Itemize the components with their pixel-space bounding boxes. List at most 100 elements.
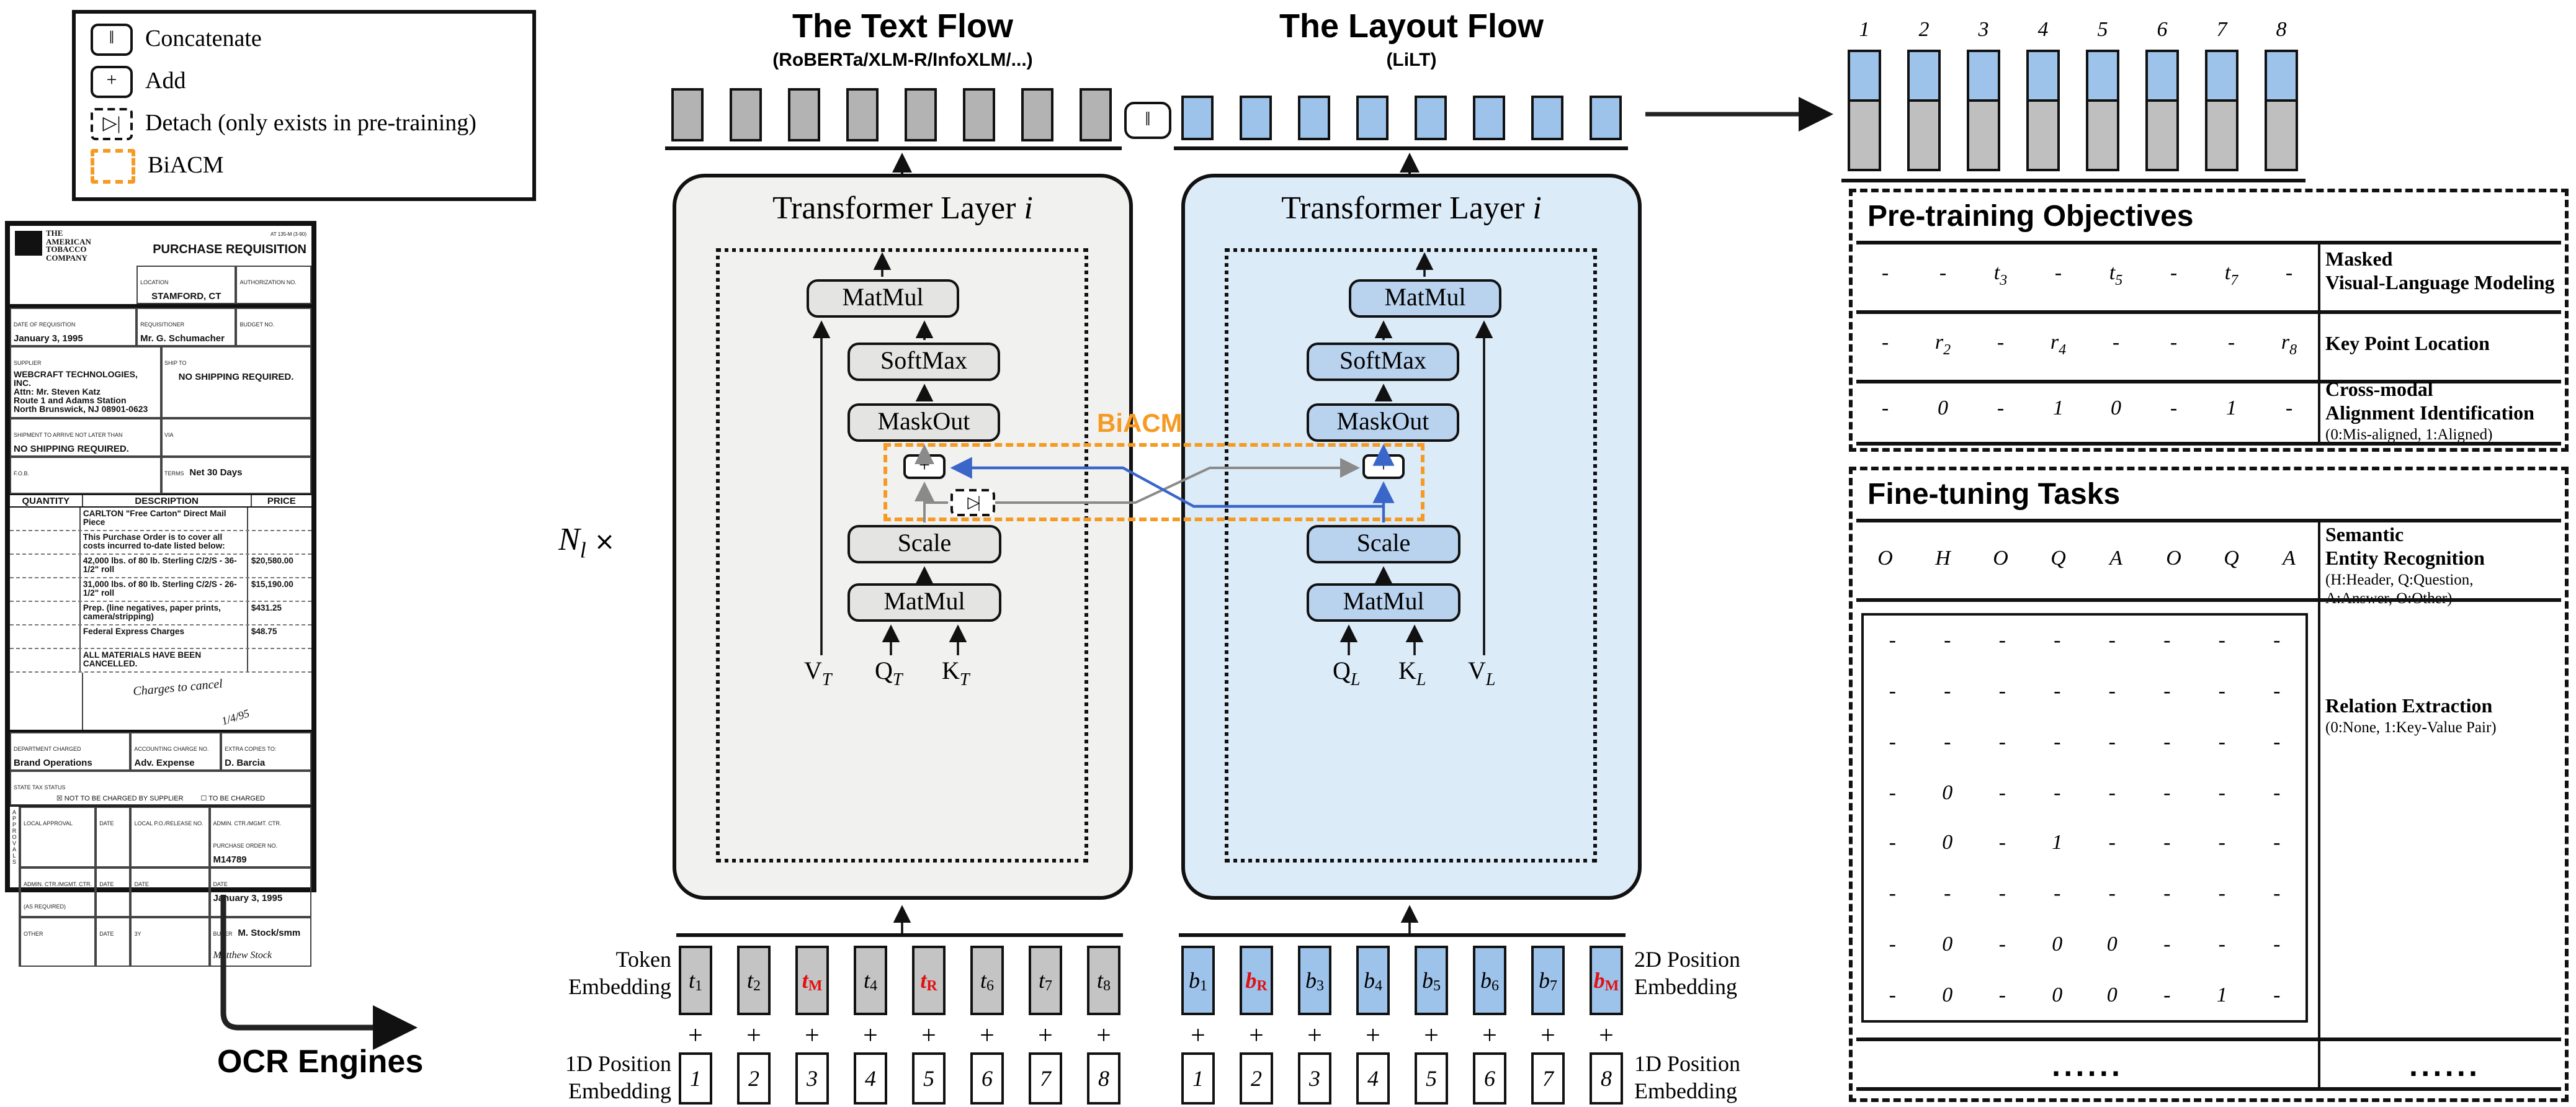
mvlm-row: --t3-t5-t7- [1856,241,2318,310]
relation-cell: - [2054,780,2061,804]
ser-cell: H [1935,546,1951,570]
mvlm-cell: t5 [2109,261,2123,289]
1d-position-box: 6 [970,1052,1004,1105]
text-detach-node: ▷| [950,489,995,516]
text-layer-title: Transformer Layer i [772,190,1033,226]
company-line: AMERICAN [46,238,91,246]
item-description: CARLTON "Free Carton" Direct Mail Piece [81,508,249,530]
layout-flow-title: The Layout Flow [1279,7,1544,45]
relation-cell: - [1889,780,1896,804]
plus-sign: + [1191,1020,1205,1050]
plus-sign: + [688,1020,703,1050]
field-label: OTHER [24,931,43,937]
relation-cell: - [1889,628,1896,652]
layout-state-bar [1473,96,1505,140]
output-column-index: 7 [2216,17,2227,41]
kpl-cell: - [1881,330,1889,354]
buyer-cell: BUYER M. Stock/smm Matthew Stock [209,917,311,967]
plus-sign: + [921,1020,936,1050]
output-column-index: 5 [2097,17,2108,41]
mvlm-cell: t7 [2224,261,2238,289]
text-plus-row: ++++++++ [679,1020,1120,1051]
item-row: CARLTON "Free Carton" Direct Mail Piece [10,508,311,531]
field-label: SHIP TO [164,360,187,366]
item-price: $431.25 [251,604,282,613]
ocr-engines-label: OCR Engines [217,1042,424,1080]
output-column: 2 [1907,17,1941,171]
field-label: LOCAL P.O./RELEASE NO. [134,820,203,827]
relation-cell: 0 [1942,982,1953,1006]
field-label: BUDGET NO. [239,321,275,328]
document-title: PURCHASE REQUISITION [153,243,306,257]
layout-add-node: + [1362,454,1405,479]
cai-cell: 1 [2053,396,2064,420]
legend-label: BiACM [148,152,224,178]
field-label: DATE [134,881,149,887]
field-value: NO SHIPPING REQUIRED. [178,371,294,382]
output-text-segment [1907,102,1941,171]
field-label: VIA [164,432,174,438]
relation-cell: - [1998,679,2006,703]
output-column: 7 [2205,17,2238,171]
output-layout-segment [1967,50,2000,102]
relation-cell: - [1998,982,2006,1006]
supplier-line: WEBCRAFT TECHNOLOGIES, INC. [14,371,138,388]
text-maskout: MaskOut [847,403,1000,442]
plus-sign: + [1096,1020,1111,1050]
mvlm-cell: t3 [1993,261,2008,289]
tax-option-checked: ☒ NOT TO BE CHARGED BY SUPPLIER [56,796,184,803]
relation-cell: 0 [2106,931,2118,956]
company-logo-block: THE AMERICAN TOBACCO COMPANY [15,230,91,263]
layout-state-bar [1181,96,1214,140]
legend-label: Concatenate [145,25,262,52]
layout-input-q: QL [1333,658,1361,690]
text-matmul-top: MatMul [807,279,959,318]
relation-cell: - [2218,881,2225,905]
output-column-index: 1 [1859,17,1870,41]
relation-cell: - [1998,881,2006,905]
relation-cell: - [2163,780,2171,804]
output-text-segment [2145,102,2179,171]
layout-state-bar [1356,96,1389,140]
output-column-index: 8 [2276,17,2287,41]
plus-sign: + [980,1020,995,1050]
relation-cell: - [2108,679,2116,703]
item-price: $20,580.00 [251,557,293,566]
supplier-line: North Brunswick, NJ 08901-0623 [14,406,148,415]
via-cell: VIA [161,418,311,457]
legend-label: Add [145,68,186,94]
relation-cell: 0 [2052,982,2063,1006]
output-text-segment [1848,102,1881,171]
item-price: $48.75 [251,628,277,637]
field-value: Brand Operations [14,757,92,768]
output-column: 8 [2265,17,2298,171]
layout-states-underline [1174,146,1628,150]
relation-cell: - [2163,931,2171,956]
field-label: ADMIN. CTR./MGMT. CTR. PURCHASE ORDER NO… [213,820,282,849]
text-input-overline [676,933,1123,937]
relation-cell: - [1889,679,1896,703]
text-state-bar [1021,88,1053,141]
company-line: TOBACCO [46,246,87,254]
buyer-signature: Matthew Stock [213,949,272,961]
field-label: F.O.B. [14,470,30,477]
ser-cell: Q [2051,546,2066,570]
text-hidden-states [671,88,1112,141]
mvlm-cell: - [1881,261,1889,285]
cai-label: Cross-modal Alignment Identification (0:… [2325,380,2534,443]
legend-item-add: + Add [91,65,532,98]
field-value: M. Stock/smm [238,927,301,938]
relation-cell: - [1998,780,2006,804]
relation-cell: 0 [2106,982,2118,1006]
field-label: ADMIN. CTR./MGMT. CTR. (AS REQUIRED) [24,881,92,910]
1d-position-box: 7 [1531,1052,1565,1105]
legend-box: ‖ Concatenate + Add ▷| Detach (only exis… [72,10,536,201]
location-cell: LOCATION STAMFORD, CT [136,266,236,304]
kpl-cell: - [1997,330,2005,354]
relation-cell: - [2273,780,2281,804]
